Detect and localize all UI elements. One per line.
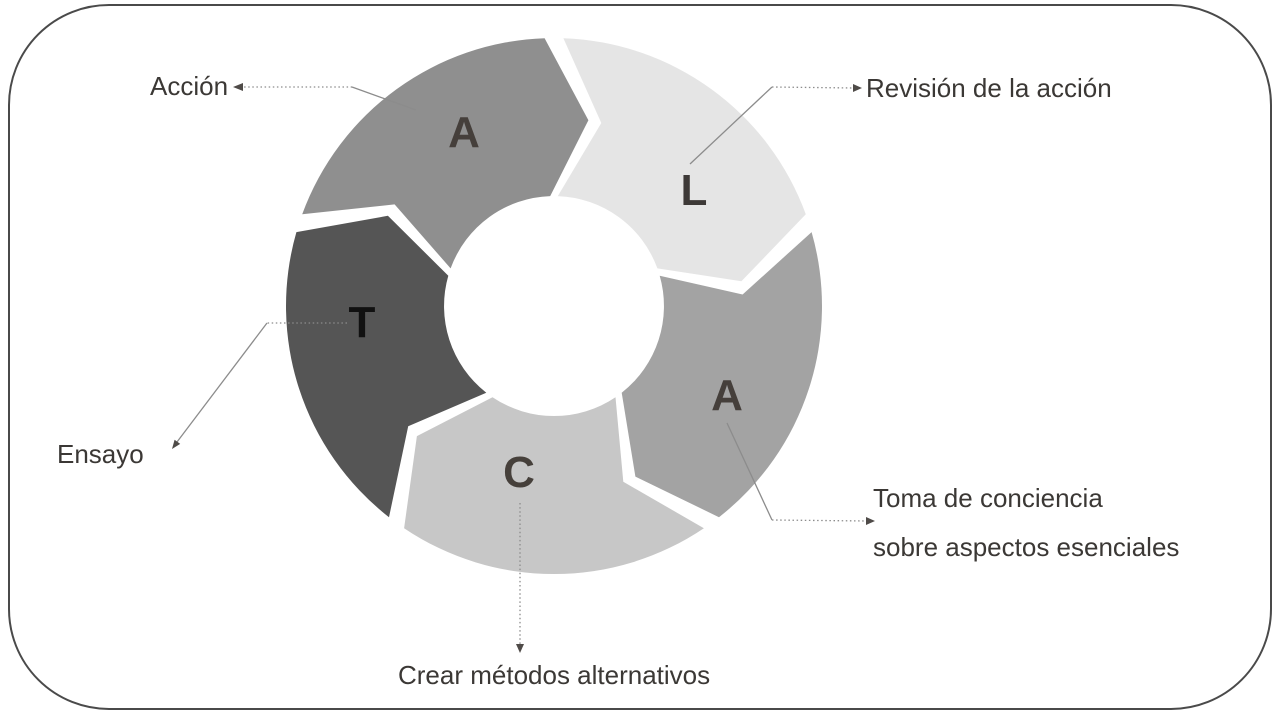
callout-label-toma-line1: Toma de conciencia bbox=[873, 483, 1103, 513]
leader-toma-arrowhead-icon bbox=[866, 517, 875, 525]
leader-revision-arrowhead-icon bbox=[853, 84, 862, 92]
leader-accion-arrowhead-icon bbox=[233, 83, 243, 91]
leader-line-toma bbox=[726, 422, 875, 525]
callout-label-crear: Crear métodos alternativos bbox=[398, 660, 710, 690]
segment-toma-arrow bbox=[621, 232, 822, 518]
leader-toma-solid bbox=[726, 422, 773, 521]
segment-letter-accion: A bbox=[448, 108, 480, 157]
segment-crear-arrow bbox=[404, 397, 704, 575]
slide-frame-border bbox=[8, 4, 1272, 710]
segment-accion-arrow bbox=[302, 38, 589, 269]
callout-label-revision: Revisión de la acción bbox=[866, 73, 1112, 103]
segment-letter-crear: C bbox=[503, 448, 535, 497]
segment-ensayo-arrow bbox=[286, 215, 487, 518]
leader-accion-solid bbox=[351, 86, 417, 111]
segment-revision-arrow bbox=[557, 38, 806, 282]
leader-ensayo-arrowhead-icon bbox=[172, 439, 181, 449]
leader-toma-dotted bbox=[771, 519, 868, 522]
segment-letter-revision: L bbox=[681, 166, 708, 215]
leader-ensayo-solid bbox=[176, 322, 268, 443]
leader-crear-arrowhead-icon bbox=[516, 644, 524, 653]
callout-label-toma-line2: sobre aspectos esenciales bbox=[873, 532, 1179, 562]
leader-line-revision bbox=[689, 84, 862, 165]
callout-label-ensayo: Ensayo bbox=[57, 439, 144, 469]
segment-letter-ensayo: T bbox=[349, 298, 376, 347]
callout-label-accion: Acción bbox=[150, 71, 228, 101]
leader-line-crear bbox=[516, 503, 524, 653]
leader-line-accion bbox=[233, 83, 417, 111]
leader-revision-dotted bbox=[771, 86, 855, 89]
leader-revision-solid bbox=[689, 86, 773, 165]
leader-line-ensayo bbox=[172, 322, 347, 449]
segment-letter-toma: A bbox=[711, 371, 743, 420]
